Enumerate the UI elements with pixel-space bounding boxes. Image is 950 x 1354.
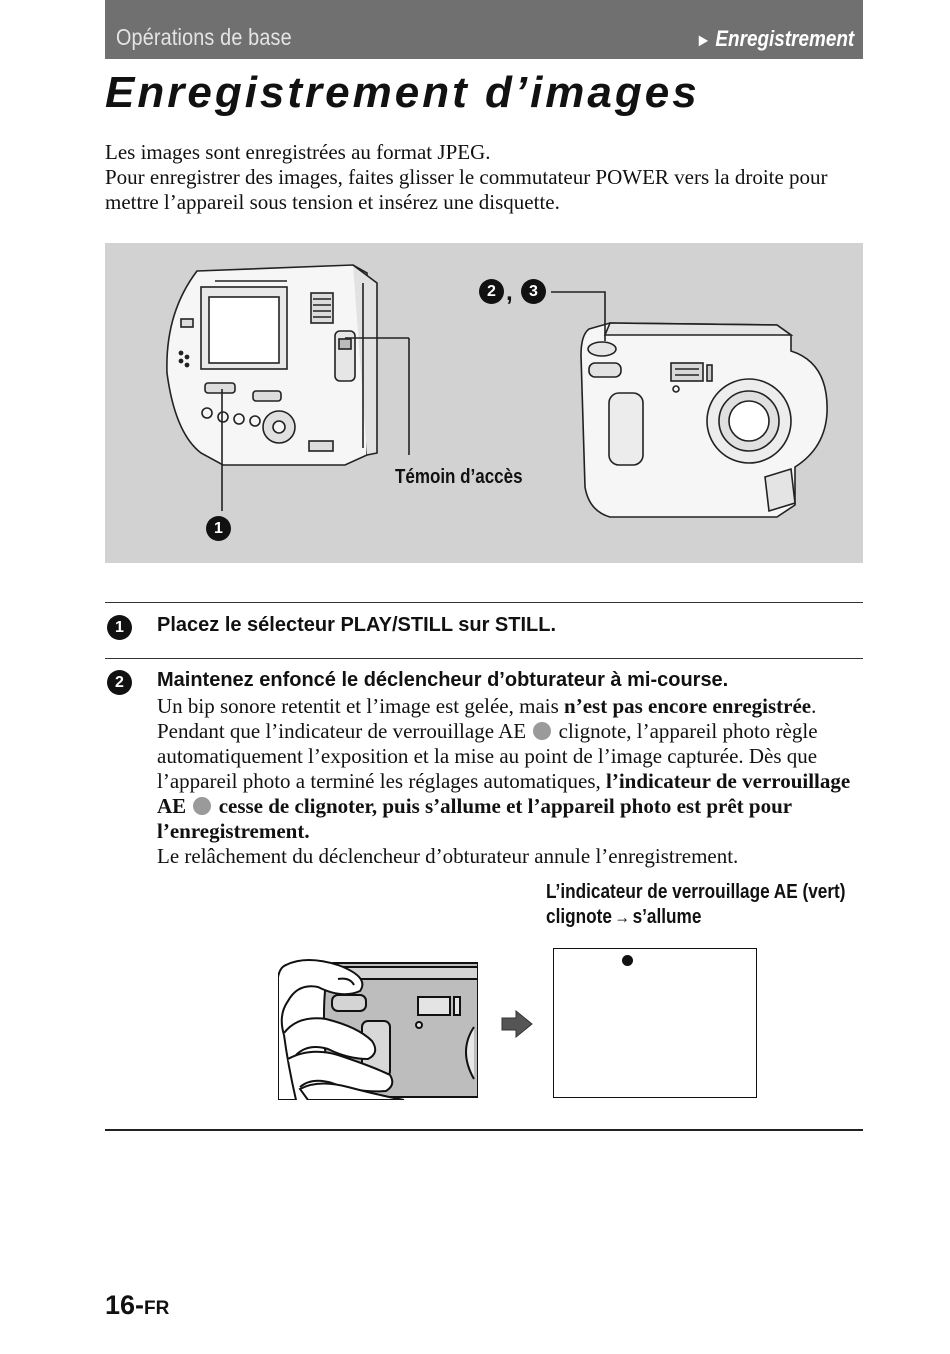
intro-line-1: Les images sont enregistrées au format J… (105, 140, 491, 164)
step-2-paragraph-3: Le relâchement du déclencheur d’obturate… (157, 844, 739, 868)
step-2-paragraph-1: Un bip sonore retentit et l’image est ge… (157, 694, 867, 719)
indicator-caption: L’indicateur de verrouillage AE (vert) c… (546, 880, 845, 930)
step-2-emphasis: cesse de clignoter, puis s’allume et l’a… (157, 794, 792, 843)
divider-step-2 (105, 658, 863, 659)
intro-line-2: Pour enregistrer des images, faites glis… (105, 165, 828, 214)
triangle-right-icon: ► (695, 30, 711, 50)
ae-lock-lamp-icon (622, 955, 633, 966)
intro-text: Les images sont enregistrées au format J… (105, 140, 865, 215)
breadcrumb: ►Enregistrement (696, 26, 854, 52)
sequence-arrow-icon (501, 1010, 533, 1038)
step-2-body: Un bip sonore retentit et l’image est ge… (157, 694, 867, 869)
hand-pressing-shutter-illustration (278, 959, 478, 1100)
step-1-number: 1 (107, 615, 132, 640)
step-2-emphasis: l’indicateur de verrouillage AE (157, 769, 851, 818)
callout-marker-3: 3 (521, 279, 546, 304)
indicator-state-from: clignote (546, 906, 612, 928)
ae-lock-indicator-icon (193, 797, 212, 815)
access-lamp-label: Témoin d’accès (395, 466, 523, 488)
step-2-text: Un bip sonore retentit et l’image est ge… (157, 694, 565, 718)
divider-step-1 (105, 602, 863, 603)
step-2-number: 2 (107, 670, 132, 695)
step-2-text: clignote, l’appareil photo règle automat… (157, 719, 818, 793)
section-label: Opérations de base (116, 24, 292, 50)
step-2-paragraph-2: Pendant que l’indicateur de verrouillage… (157, 719, 867, 844)
callout-marker-2: 2 (479, 279, 504, 304)
section-bottom-divider (105, 1129, 863, 1131)
camera-figure-panel: Témoin d’accès 1 2 , 3 (105, 243, 863, 563)
step-2-text: . (811, 694, 817, 718)
indicator-state-to: s’allume (632, 906, 702, 928)
callout-marker-1: 1 (206, 516, 231, 541)
ae-lock-indicator-icon (533, 722, 552, 740)
camera-illustration (166, 264, 828, 518)
breadcrumb-label: Enregistrement (715, 26, 854, 51)
page-language-suffix: FR (144, 1298, 170, 1319)
step-2-text: Pendant que l’indicateur de verrouillage… (157, 719, 532, 743)
step-2-title: Maintenez enfoncé le déclencheur d’obtur… (157, 669, 729, 691)
indicator-caption-line-1: L’indicateur de verrouillage AE (vert) (546, 881, 846, 903)
camera-front-drawing (580, 322, 828, 518)
callout-leader-lines (221, 291, 606, 511)
page-number: 16- (105, 1290, 145, 1320)
callout-separator: , (506, 279, 513, 306)
header-bar (105, 0, 863, 59)
step-1-title: Placez le sélecteur PLAY/STILL sur STILL… (157, 614, 557, 636)
page-title: Enregistrement d’images (105, 68, 700, 117)
camera-back-drawing (166, 264, 378, 466)
viewfinder-frame (553, 948, 757, 1098)
indicator-caption-line-2: clignote→s’allume (546, 905, 845, 930)
arrow-right-icon: → (614, 907, 630, 927)
step-2-emphasis: n’est pas encore enregistrée (564, 694, 812, 718)
